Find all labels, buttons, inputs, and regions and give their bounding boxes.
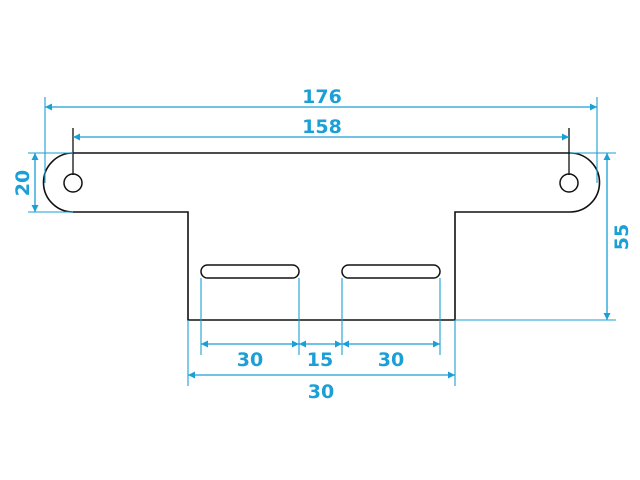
dim-total-height: 55 xyxy=(611,224,633,250)
dim-overall-width: 176 xyxy=(302,86,342,108)
right-slot xyxy=(341,264,441,279)
left-hole xyxy=(63,173,83,193)
dim-slot-gap: 15 xyxy=(307,349,333,371)
left-slot xyxy=(200,264,300,279)
dim-end-height: 20 xyxy=(12,170,34,196)
dim-tab-width: 30 xyxy=(308,381,334,403)
right-hole xyxy=(559,173,579,193)
bracket-outline xyxy=(42,152,601,321)
dim-slot-length-right: 30 xyxy=(378,349,404,371)
dim-hole-spacing: 158 xyxy=(302,116,342,138)
dim-slot-length-left: 30 xyxy=(237,349,263,371)
